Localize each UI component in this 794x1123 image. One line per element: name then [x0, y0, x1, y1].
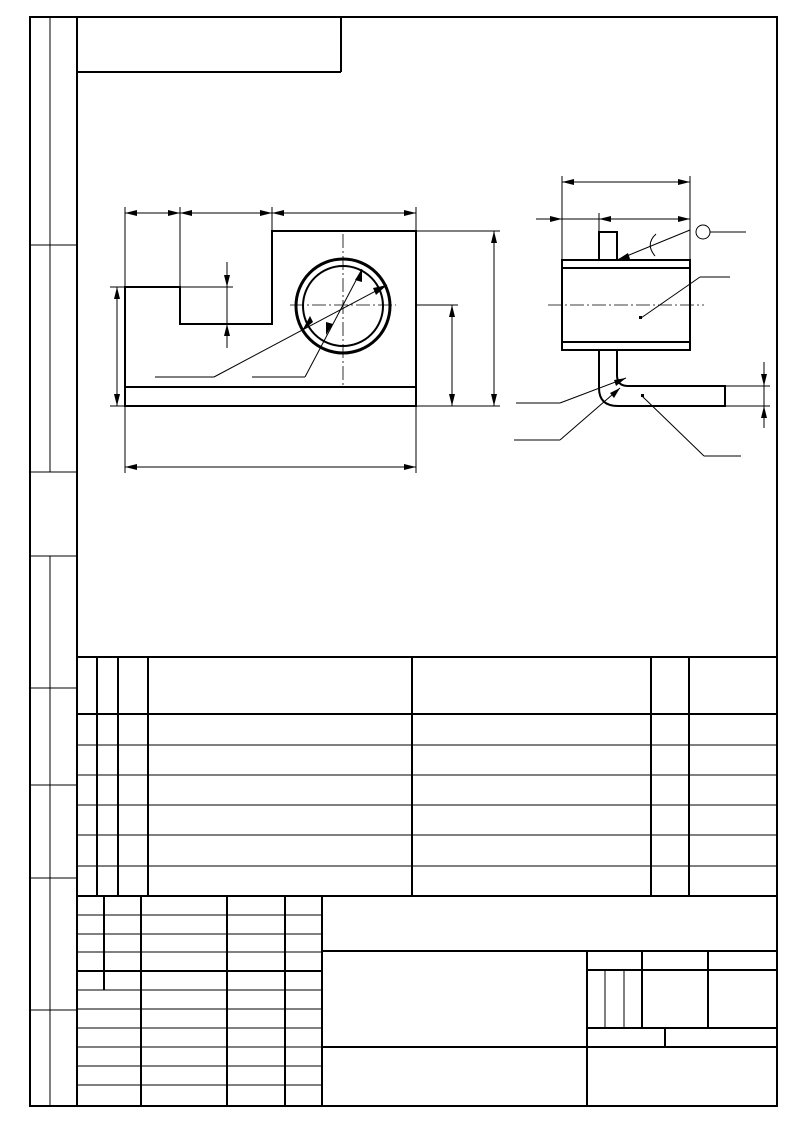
- weld-leader-lower-2: [559, 387, 621, 441]
- base-plate-outline: [124, 386, 417, 407]
- plate-leader: [641, 395, 705, 457]
- parts-list-table: [77, 656, 777, 897]
- sheet-frame: [29, 16, 778, 1107]
- bent-bracket-section: [598, 349, 726, 407]
- weld-leader: [616, 229, 691, 261]
- tube-top-wall: [561, 259, 691, 269]
- outer-border: [29, 16, 778, 1107]
- title-block: [77, 896, 777, 1106]
- tube-leader: [640, 276, 701, 319]
- bracket-outline: [124, 230, 417, 387]
- outer-diameter-leader: [213, 284, 388, 378]
- side-section-view: [514, 176, 770, 457]
- weld-symbol-circle: [695, 224, 711, 240]
- top-stub: [598, 231, 618, 261]
- weld-symbol-arc: [649, 233, 657, 257]
- top-stamp-box: [77, 17, 342, 73]
- tube-bottom-wall: [561, 341, 691, 351]
- front-view: [110, 207, 500, 473]
- inner-diameter-leader: [304, 268, 363, 378]
